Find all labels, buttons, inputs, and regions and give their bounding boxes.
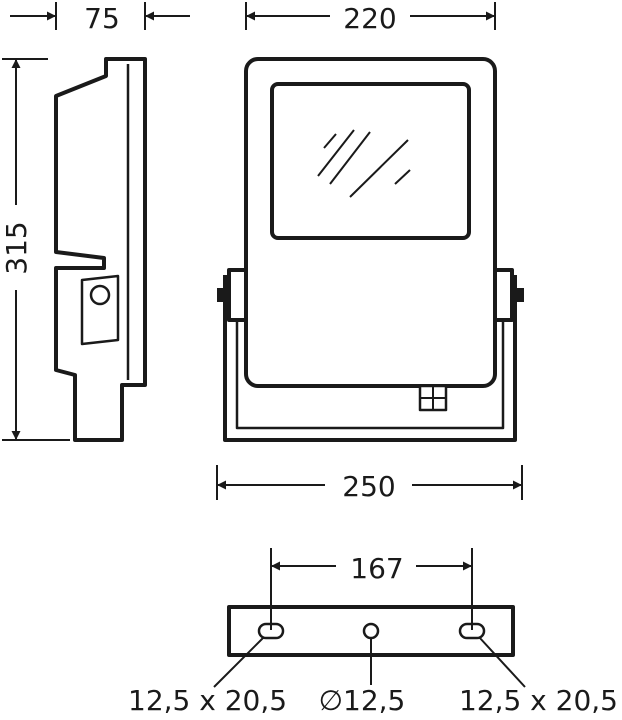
dimension-side-depth: 75	[84, 2, 120, 35]
right-slot-size-label: 12,5 x 20,5	[459, 684, 618, 717]
lamp-glass	[270, 82, 471, 240]
left-slot-size-label: 12,5 x 20,5	[128, 684, 287, 717]
dimension-bracket-width: 250	[342, 470, 395, 503]
glass-reflection-lines	[317, 129, 411, 198]
cable-gland	[418, 384, 448, 412]
center-hole	[362, 622, 380, 640]
hinge-pivot-circle	[89, 284, 111, 306]
dimension-lines	[2, 2, 523, 630]
lamp-housing	[244, 57, 497, 388]
side-view	[54, 57, 147, 442]
dimension-hole-spacing: 167	[350, 552, 403, 585]
center-hole-diameter-label: ∅12,5	[319, 684, 406, 717]
dimension-height: 315	[0, 221, 33, 274]
bracket-bottom-view	[213, 605, 526, 688]
front-view	[217, 57, 524, 442]
dimension-front-width: 220	[343, 2, 396, 35]
